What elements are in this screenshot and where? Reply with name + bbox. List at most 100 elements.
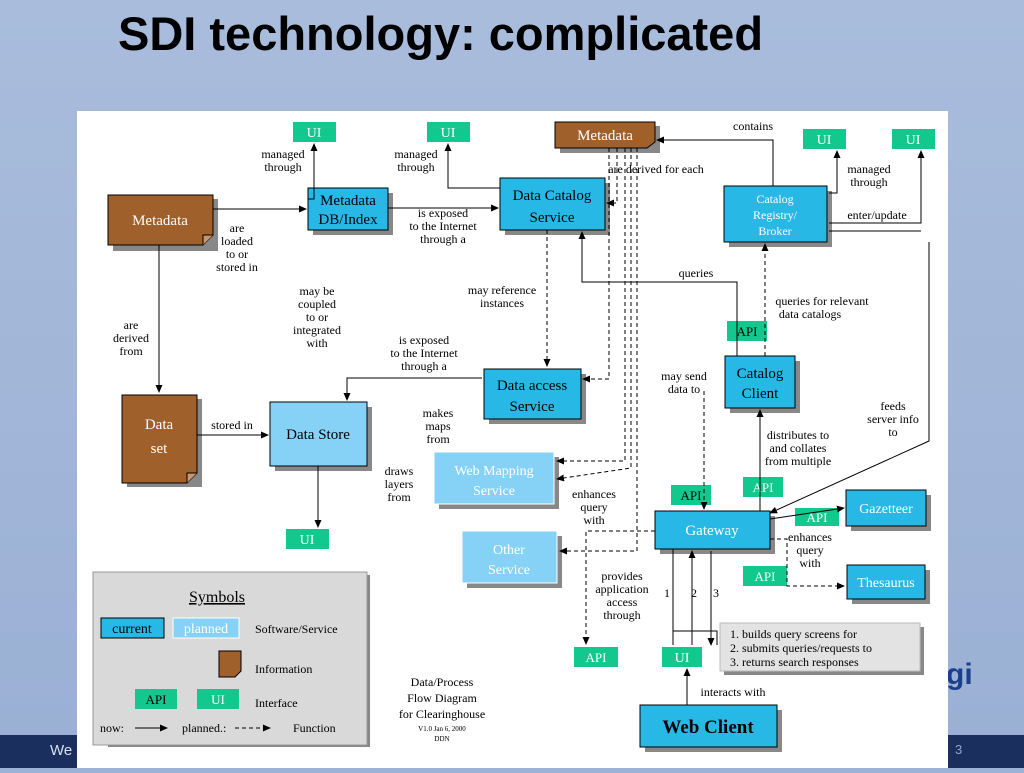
metadata-db-label-1: Metadata	[320, 193, 376, 209]
api-tag-application: API	[586, 650, 607, 665]
data-catalog-label-1: Data Catalog	[513, 188, 592, 204]
api-tag-catalog-client: API	[737, 324, 758, 339]
label-provides-1: provides	[601, 569, 643, 583]
data-store-label: Data Store	[286, 427, 350, 443]
label-derived-for-each: are derived for each	[608, 162, 704, 176]
label-contains: contains	[733, 119, 773, 133]
label-makes-maps-1: makes	[423, 406, 454, 420]
label-stored-in: stored in	[211, 418, 253, 432]
label-derived-2: derived	[113, 331, 149, 345]
catalog-registry-box	[723, 185, 828, 243]
label-distributes-1: distributes to	[767, 428, 829, 442]
ui-tag-data-catalog: UI	[441, 126, 456, 141]
label-exposed-1c: through a	[420, 232, 466, 246]
data-catalog-label-2: Service	[530, 210, 575, 226]
legend-planned-label: planned	[184, 622, 228, 637]
legend-api-label: API	[146, 692, 167, 707]
label-loaded-2: loaded	[221, 234, 253, 248]
label-derived-3: from	[119, 344, 143, 358]
label-enhances-1b: query	[580, 500, 607, 514]
ui-tag-registry-left: UI	[817, 133, 832, 148]
metadata-left-box	[107, 194, 214, 246]
label-distributes-3: from multiple	[765, 454, 831, 468]
label-queries-relevant-2: data catalogs	[779, 307, 842, 321]
metadata-top-label: Metadata	[577, 128, 633, 144]
label-makes-maps-3: from	[426, 432, 450, 446]
ui-tag-metadata-db: UI	[307, 126, 322, 141]
legend-title: Symbols	[189, 589, 245, 606]
slide-title: SDI technology: complicated	[118, 7, 764, 60]
label-provides-3: access	[607, 595, 638, 609]
legend-function: Function	[293, 721, 336, 735]
label-interacts-with: interacts with	[701, 685, 766, 699]
label-managed-1b: through	[264, 160, 301, 174]
gateway-box	[654, 510, 771, 550]
label-coupled-3: to or	[306, 310, 328, 324]
data-catalog-box	[499, 177, 606, 231]
gazetteer-box	[845, 489, 927, 527]
legend-information-icon	[218, 650, 242, 678]
legend-now: now:	[100, 721, 124, 735]
label-enhances-1a: enhances	[572, 487, 616, 501]
legend-interface: Interface	[255, 696, 298, 710]
label-enhances-1c: with	[583, 513, 604, 527]
gazetteer-label: Gazetteer	[859, 502, 913, 517]
ui-tag-data-store: UI	[300, 533, 315, 548]
label-coupled-4: integrated	[293, 323, 341, 337]
catalog-client-box	[724, 355, 796, 409]
label-loaded-4: stored in	[216, 260, 258, 274]
data-access-label-2: Service	[510, 399, 555, 415]
steps-note-line-2: 2. submits queries/requests to	[730, 641, 872, 655]
legend-planned-box	[172, 617, 240, 639]
label-enhances-2b: query	[796, 543, 823, 557]
label-step-3: 3	[713, 586, 719, 600]
catalog-client-label-2: Client	[742, 386, 779, 402]
caption-version: V1.0 Jan 6, 2000	[418, 725, 466, 733]
label-draws-2: layers	[385, 477, 414, 491]
ui-tag-registry-right: UI	[906, 133, 921, 148]
caption-line-1: Data/Process	[411, 675, 474, 689]
thesaurus-box	[846, 564, 926, 600]
label-exposed-1a: is exposed	[418, 206, 468, 220]
legend-current-box	[100, 617, 165, 639]
label-provides-4: through	[603, 608, 640, 622]
web-client-box	[639, 704, 778, 748]
data-access-label-1: Data access	[497, 378, 568, 394]
label-exposed-2b: to the Internet	[390, 346, 458, 360]
caption-author: DDN	[434, 735, 449, 743]
label-queries: queries	[679, 266, 714, 280]
label-loaded-3: to or	[226, 247, 248, 261]
label-distributes-2: and collates	[770, 441, 827, 455]
label-coupled-1: may be	[300, 284, 335, 298]
legend-ui-label: UI	[211, 692, 225, 707]
ui-tag-gateway: UI	[675, 651, 690, 666]
metadata-db-box	[307, 187, 389, 231]
footer-text: We	[50, 742, 73, 759]
label-may-reference-2: instances	[480, 296, 524, 310]
label-enter-update: enter/update	[847, 208, 906, 222]
label-feeds-1: feeds	[880, 399, 906, 413]
web-client-label: Web Client	[662, 717, 754, 738]
label-managed-2b: through	[397, 160, 434, 174]
slide-number: 3	[955, 742, 963, 757]
data-store-box	[269, 401, 368, 467]
data-access-box	[483, 368, 582, 420]
logo-fragment: gi	[946, 658, 973, 691]
label-may-reference-1: may reference	[468, 283, 536, 297]
web-mapping-label-2: Service	[473, 484, 515, 499]
api-tag-thesaurus: API	[755, 569, 776, 584]
other-service-box	[461, 530, 558, 584]
label-may-send-1: may send	[661, 369, 707, 383]
label-coupled-2: coupled	[298, 297, 336, 311]
legend-information: Information	[255, 662, 312, 676]
steps-note-line-1: 1. builds query screens for	[730, 627, 857, 641]
legend-software-service: Software/Service	[255, 622, 338, 636]
legend-current-label: current	[112, 622, 152, 637]
label-managed-3b: through	[850, 175, 887, 189]
legend-planned-arrow-label: planned.:	[182, 721, 226, 735]
label-provides-2: application	[595, 582, 648, 596]
dataset-label-1: Data	[145, 417, 174, 433]
dashed-connectors	[543, 148, 845, 645]
caption-line-3: for Clearinghouse	[399, 707, 485, 721]
catalog-client-label-1: Catalog	[737, 366, 784, 382]
